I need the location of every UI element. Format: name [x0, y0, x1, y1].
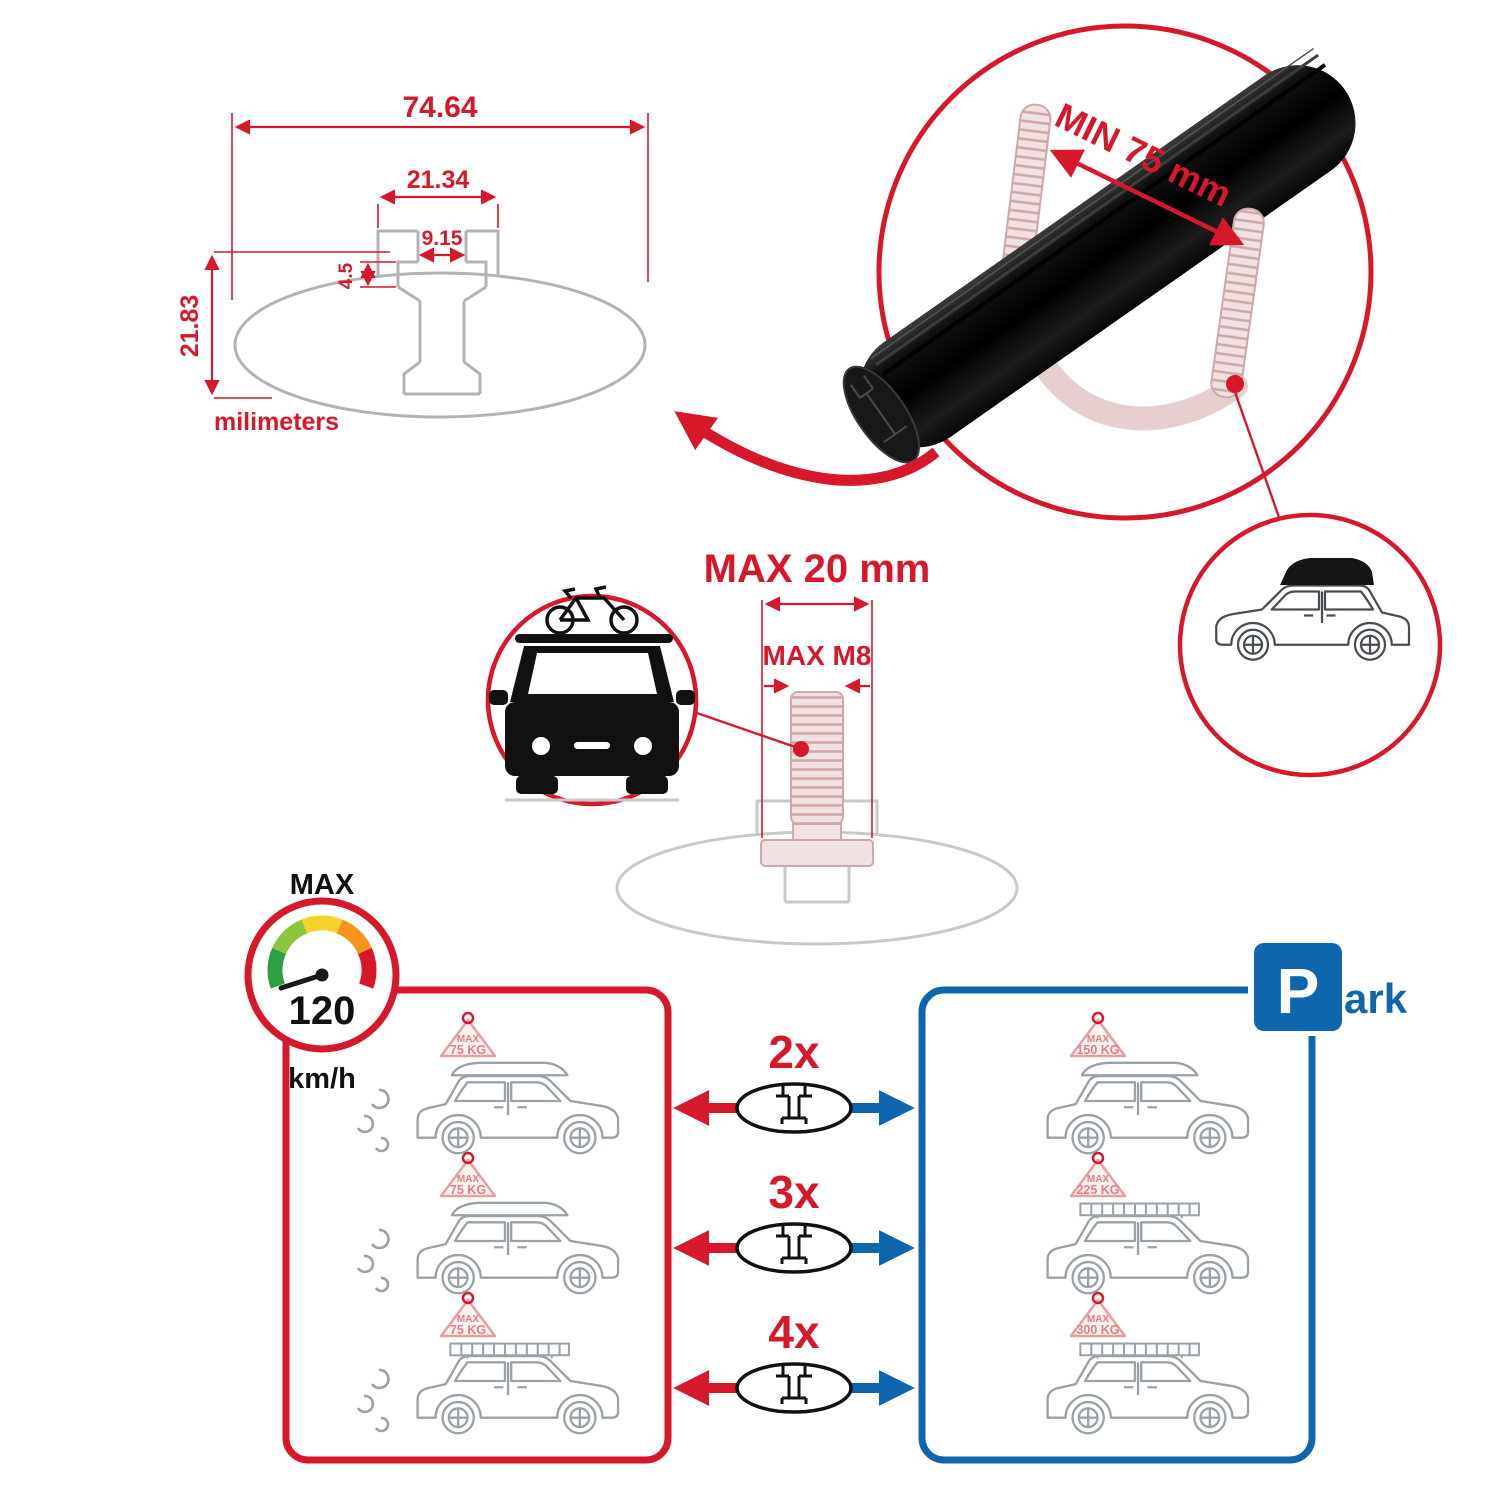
multiplier-row: 3x — [673, 1166, 915, 1274]
gauge-title: MAX — [290, 869, 355, 901]
svg-text:MAX: MAX — [457, 1034, 480, 1045]
svg-text:75 KG: 75 KG — [450, 1183, 486, 1197]
black-roof-box — [1280, 558, 1374, 585]
hook-icon — [1091, 1011, 1105, 1025]
detail-leader-line — [1233, 391, 1283, 524]
bar-profile-ellipse — [233, 271, 647, 419]
wheel — [626, 776, 668, 794]
svg-text:150 KG: 150 KG — [1076, 1043, 1119, 1057]
load-tag: MAX 300 KG — [1069, 1291, 1127, 1338]
dim-bolt-length: MAX 20 mm — [704, 547, 931, 838]
roof-rail — [515, 634, 673, 643]
suv-with-roofbox-icon — [1215, 558, 1411, 661]
bar-profile-channel — [376, 229, 500, 396]
svg-text:MAX: MAX — [1087, 1174, 1110, 1185]
crossbar-profile-icon — [735, 1082, 853, 1134]
bicycle-icon — [545, 585, 639, 635]
attachment-point-dot — [1226, 375, 1244, 393]
hook-icon — [461, 1291, 475, 1305]
roofbox-vehicle-circle — [1177, 512, 1443, 778]
crossbar-detail: MIN 75 mm — [842, 23, 1374, 521]
load-tag: MAX 150 KG — [1069, 1011, 1127, 1058]
u-bolt-rod — [1210, 207, 1265, 399]
gauge-unit: km/h — [288, 1063, 356, 1095]
crossbar-profile-icon — [735, 1222, 853, 1274]
cross-section-diagram: 74.64 21.34 9.15 4.5 21.83 milimeters — [176, 91, 649, 436]
bolt-thread-label: MAX M8 — [763, 640, 872, 671]
bolt-pointer-line — [693, 710, 799, 750]
pointer-arrow — [674, 411, 940, 486]
gauge-pivot — [315, 968, 329, 982]
unit-label: milimeters — [214, 408, 339, 436]
hook-icon — [1091, 1151, 1105, 1165]
svg-text:225 KG: 225 KG — [1076, 1183, 1119, 1197]
side-mirror — [489, 690, 508, 705]
svg-text:75 KG: 75 KG — [450, 1323, 486, 1337]
svg-text:MAX: MAX — [457, 1314, 480, 1325]
bolt-neck — [792, 823, 842, 841]
dim-channel-width: 21.34 — [377, 166, 499, 228]
dim-slot-width: 9.15 — [418, 227, 466, 263]
dim-label: 21.83 — [176, 295, 204, 358]
multiplier-row: 4x — [673, 1306, 915, 1414]
dim-label: 9.15 — [422, 227, 463, 250]
parking-sign: P ark — [1248, 938, 1408, 1036]
multiplier-label: 4x — [768, 1306, 820, 1358]
crossbar-profile-icon — [735, 1362, 853, 1414]
hook-icon — [461, 1151, 475, 1165]
load-tag: MAX 75 KG — [439, 1151, 497, 1198]
dim-thread-size: MAX M8 — [763, 640, 872, 694]
hook-icon — [1091, 1291, 1105, 1305]
bolt-length-label: MAX 20 mm — [704, 547, 931, 591]
load-tag: MAX 75 KG — [439, 1011, 497, 1058]
headlight — [634, 737, 652, 755]
headlight — [532, 737, 550, 755]
park-sign-p: P — [1277, 955, 1320, 1027]
gauge-needle — [278, 972, 325, 991]
svg-text:75 KG: 75 KG — [450, 1043, 486, 1057]
dim-lip-height: 4.5 — [336, 261, 396, 289]
car-front-icon — [489, 646, 695, 802]
dim-label: 21.34 — [407, 166, 470, 194]
u-bolt-ghost-front — [1210, 207, 1265, 399]
dim-total-height: 21.83 — [176, 251, 390, 399]
bolt-t-head — [760, 839, 874, 867]
dim-total-width: 74.64 — [231, 91, 649, 300]
load-tag: MAX 225 KG — [1069, 1151, 1127, 1198]
dim-label: 4.5 — [336, 262, 357, 289]
bolt-point-dot — [793, 741, 809, 757]
bike-vehicle-circle — [485, 585, 699, 807]
bolt-thread — [790, 691, 844, 825]
svg-text:MAX: MAX — [457, 1174, 480, 1185]
multiplier-label: 2x — [768, 1026, 820, 1078]
bolt-spec-diagram: MAX 20 mm MAX M8 — [615, 547, 1019, 946]
gauge-value: 120 — [289, 989, 356, 1033]
parking-icon — [1254, 943, 1342, 1031]
wheel — [516, 776, 558, 794]
side-mirror — [676, 690, 695, 705]
static-load-panel: MAX 150 KG MAX 225 KG MAX 300 KG — [918, 986, 1316, 1464]
load-tag: MAX 75 KG — [439, 1291, 497, 1338]
hook-icon — [461, 1011, 475, 1025]
speedometer-icon: MAX 120 km/h — [244, 869, 400, 1095]
dim-label: 74.64 — [402, 91, 477, 124]
grille — [574, 742, 610, 749]
multiplier-label: 3x — [768, 1166, 820, 1218]
multiplier-row: 2x — [673, 1026, 915, 1134]
park-sign-suffix: ark — [1344, 975, 1408, 1022]
svg-text:MAX: MAX — [1087, 1314, 1110, 1325]
svg-text:MAX: MAX — [1087, 1034, 1110, 1045]
dynamic-load-panel: MAX 75 KG MAX 75 KG MAX 75 KG — [282, 986, 672, 1464]
svg-text:300 KG: 300 KG — [1076, 1323, 1119, 1337]
